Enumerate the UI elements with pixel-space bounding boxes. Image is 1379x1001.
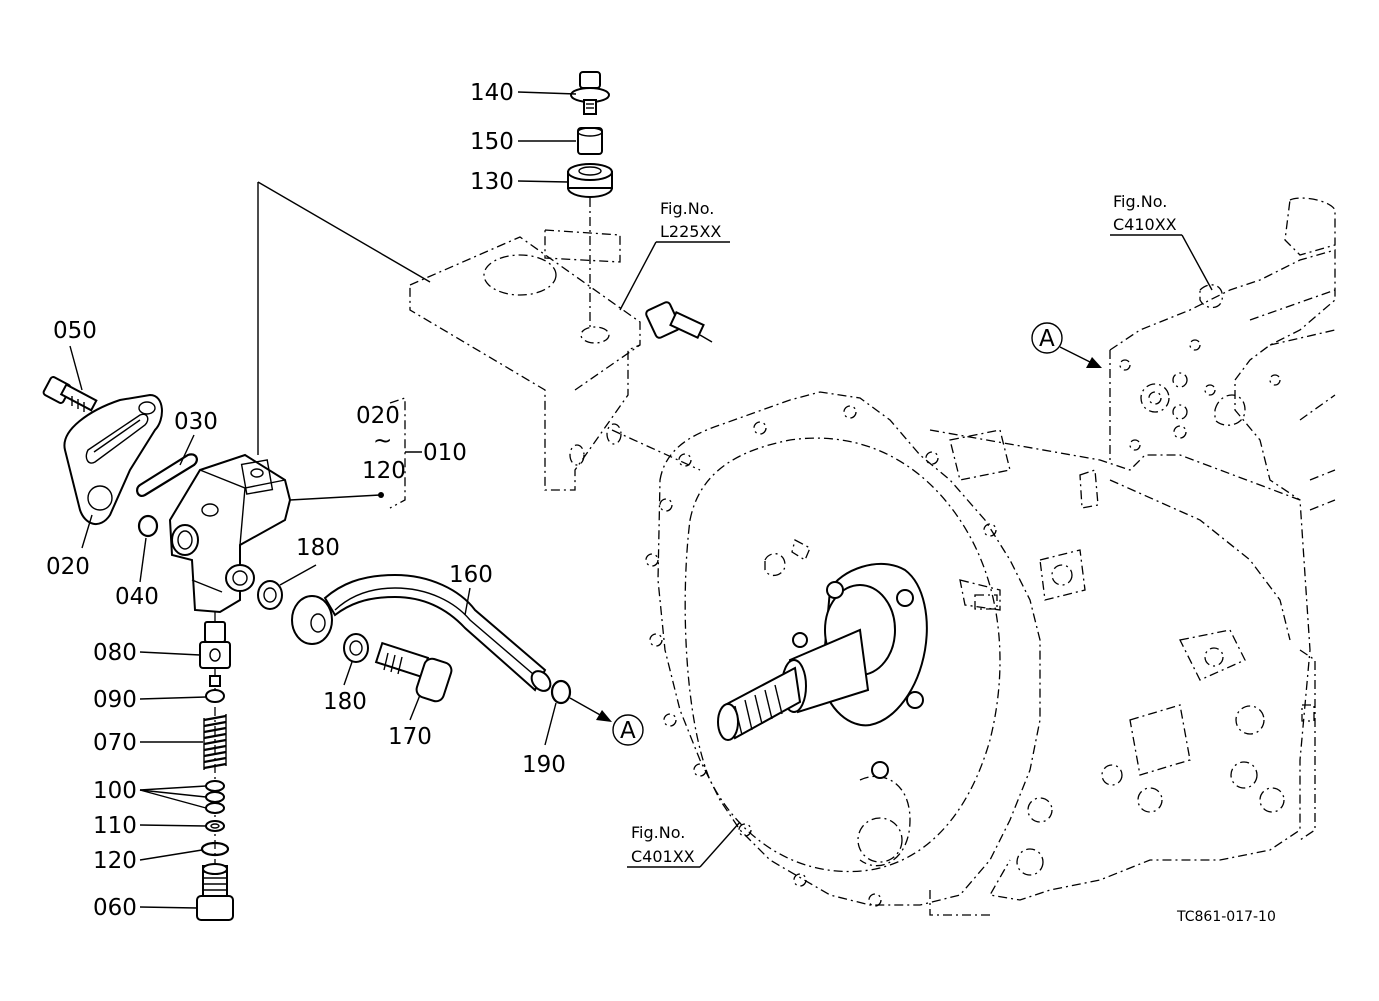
label-140: 140 bbox=[470, 80, 514, 106]
oring-040 bbox=[137, 514, 159, 538]
label-190: 190 bbox=[522, 752, 566, 778]
leader-dot bbox=[378, 492, 384, 498]
pipe-160 bbox=[291, 573, 552, 692]
drawing-code: TC861-017-10 bbox=[1176, 909, 1276, 925]
marker-a-lower: A bbox=[620, 718, 636, 744]
input-shaft bbox=[717, 562, 928, 779]
plug-060 bbox=[196, 863, 234, 921]
label-160: 160 bbox=[449, 562, 493, 588]
label-070: 070 bbox=[93, 730, 137, 756]
bolt-140 bbox=[570, 71, 610, 115]
arrow-a-upper bbox=[1086, 357, 1102, 368]
label-030: 030 bbox=[174, 409, 218, 435]
fig-prefix-c401: Fig.No. bbox=[631, 823, 685, 842]
transmission-case bbox=[645, 391, 1316, 916]
label-010: 010 bbox=[423, 440, 467, 466]
label-110: 110 bbox=[93, 813, 137, 839]
gasket-030 bbox=[136, 453, 198, 497]
bolt-050 bbox=[42, 376, 98, 412]
label-100: 100 bbox=[93, 778, 137, 804]
leader-lines bbox=[69, 91, 1213, 909]
valve-housing bbox=[168, 453, 292, 614]
rear-housing-c410 bbox=[1109, 197, 1336, 511]
collar-150 bbox=[577, 127, 603, 155]
fig-ref-c410: C410XX bbox=[1113, 215, 1177, 234]
label-020-group: 020 bbox=[356, 403, 400, 429]
label-120: 120 bbox=[93, 848, 137, 874]
label-020: 020 bbox=[46, 554, 90, 580]
label-050: 050 bbox=[53, 318, 97, 344]
plate-020 bbox=[63, 393, 163, 525]
label-120-group: 120 bbox=[362, 458, 406, 484]
label-040: 040 bbox=[115, 584, 159, 610]
label-060: 060 bbox=[93, 895, 137, 921]
arrow-a-lower bbox=[596, 710, 612, 722]
washer-110 bbox=[205, 820, 225, 832]
label-180-lower: 180 bbox=[323, 689, 367, 715]
marker-a-upper-circle bbox=[1031, 322, 1063, 354]
oring-190 bbox=[550, 679, 572, 705]
spring-070 bbox=[203, 714, 227, 770]
label-tilde: ~ bbox=[373, 428, 392, 454]
shims-100 bbox=[205, 780, 225, 814]
label-180-upper: 180 bbox=[296, 535, 340, 561]
washer-180-lower bbox=[343, 633, 369, 663]
label-170: 170 bbox=[388, 724, 432, 750]
label-080: 080 bbox=[93, 640, 137, 666]
fig-prefix-l225: Fig.No. bbox=[660, 199, 714, 218]
group-bracket bbox=[389, 397, 406, 509]
bracket-bolt bbox=[645, 301, 705, 340]
label-090: 090 bbox=[93, 687, 137, 713]
valve-080 bbox=[199, 621, 231, 669]
fig-prefix-c410: Fig.No. bbox=[1113, 192, 1167, 211]
pin-090 bbox=[205, 675, 225, 703]
fig-ref-c401: C401XX bbox=[631, 847, 695, 866]
marker-a-lower-circle bbox=[612, 714, 644, 746]
bolt-170 bbox=[374, 641, 453, 703]
washer-180-upper bbox=[257, 580, 283, 610]
grommet-130 bbox=[567, 163, 613, 198]
marker-a-upper: A bbox=[1039, 326, 1055, 352]
oring-120 bbox=[200, 841, 230, 857]
label-150: 150 bbox=[470, 129, 514, 155]
bracket-l225 bbox=[409, 229, 641, 491]
label-130: 130 bbox=[470, 169, 514, 195]
fig-ref-l225: L225XX bbox=[660, 222, 721, 241]
